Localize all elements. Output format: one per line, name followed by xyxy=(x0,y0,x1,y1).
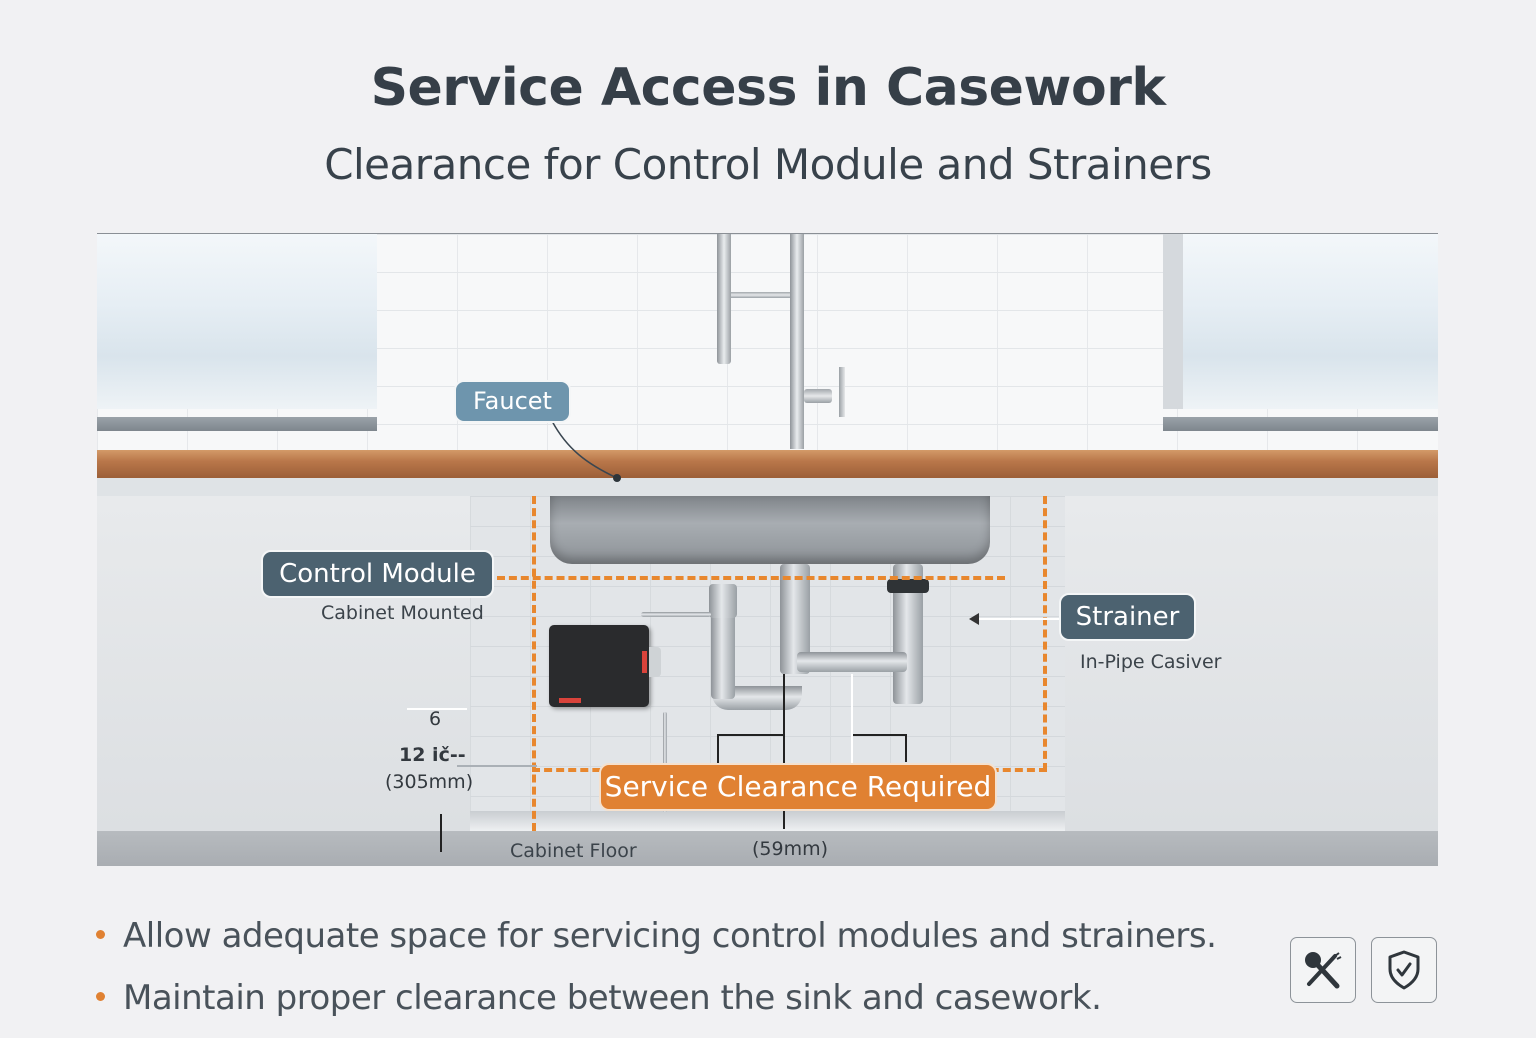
faucet-sprayer xyxy=(717,234,731,364)
note-item: Maintain proper clearance between the si… xyxy=(96,976,1216,1038)
shield-check-icon xyxy=(1388,950,1420,990)
crossover-pipe xyxy=(797,652,907,672)
dimension-line xyxy=(717,734,783,736)
control-module-label: Control Module xyxy=(261,550,494,598)
cabinet-right xyxy=(1065,496,1438,831)
dimension-tick xyxy=(457,765,537,767)
sink-basin xyxy=(550,496,990,564)
cabinet-floor-label: Cabinet Floor xyxy=(510,840,637,862)
cabinet-floor-lip xyxy=(470,811,1065,831)
strainer-caption: In-Pipe Casiver xyxy=(1080,651,1222,673)
service-clearance-label: Service Clearance Required xyxy=(599,763,997,811)
dimension-line xyxy=(905,734,907,762)
dimension-top-value: 6 xyxy=(429,708,442,730)
window-sill-left xyxy=(97,417,377,431)
dimension-tick xyxy=(407,708,467,710)
dimension-height-imperial: 12 ič-- xyxy=(399,744,466,766)
window-right xyxy=(1163,234,1438,409)
notes-list: Allow adequate space for servicing contr… xyxy=(96,914,1217,1038)
note-item: Allow adequate space for servicing contr… xyxy=(96,914,1217,976)
tools-button[interactable] xyxy=(1290,937,1356,1003)
bullet-dot-icon xyxy=(96,992,105,1001)
dimension-line xyxy=(783,674,785,829)
window-left xyxy=(97,234,377,409)
dimension-line xyxy=(851,674,853,774)
page-title: Service Access in Casework xyxy=(370,58,1166,118)
module-indicator xyxy=(642,651,647,673)
valve-body xyxy=(709,584,737,618)
clearance-line-top xyxy=(497,576,1005,580)
supply-line xyxy=(641,612,711,617)
bullet-dot-icon xyxy=(96,930,105,939)
module-indicator xyxy=(559,698,581,703)
dimension-arrow xyxy=(440,814,442,852)
faucet-arm xyxy=(731,292,791,298)
dimension-line xyxy=(717,734,719,764)
module-connector xyxy=(649,647,661,677)
strainer-leader-line xyxy=(977,618,1059,620)
faucet-label: Faucet xyxy=(454,380,571,423)
strainer-label: Strainer xyxy=(1059,593,1196,641)
window-sill-right xyxy=(1163,417,1438,431)
safety-button[interactable] xyxy=(1371,937,1437,1003)
clearance-line-left xyxy=(532,496,536,831)
trap-riser xyxy=(711,609,735,699)
faucet-leader-line xyxy=(551,420,621,482)
page-subtitle: Clearance for Control Module and Straine… xyxy=(324,140,1212,189)
counter-apron xyxy=(97,478,1438,496)
clearance-line-right xyxy=(1043,496,1047,771)
dimension-height-metric: (305mm) xyxy=(385,771,474,793)
strainer-ring xyxy=(887,579,929,593)
dimension-line xyxy=(853,734,905,736)
control-module-unit xyxy=(549,625,661,707)
countertop xyxy=(97,450,1438,478)
power-cord xyxy=(663,712,667,812)
faucet-lever xyxy=(839,367,845,417)
faucet-body xyxy=(790,234,804,449)
faucet-handle xyxy=(804,389,832,403)
tools-icon xyxy=(1305,952,1342,989)
control-module-caption: Cabinet Mounted xyxy=(321,602,484,624)
dimension-bottom-metric: (59mm) xyxy=(752,838,829,860)
sink-cabinet-illustration xyxy=(97,233,1438,866)
cabinet-floor xyxy=(97,831,1438,866)
arrow-left-icon xyxy=(969,613,979,625)
